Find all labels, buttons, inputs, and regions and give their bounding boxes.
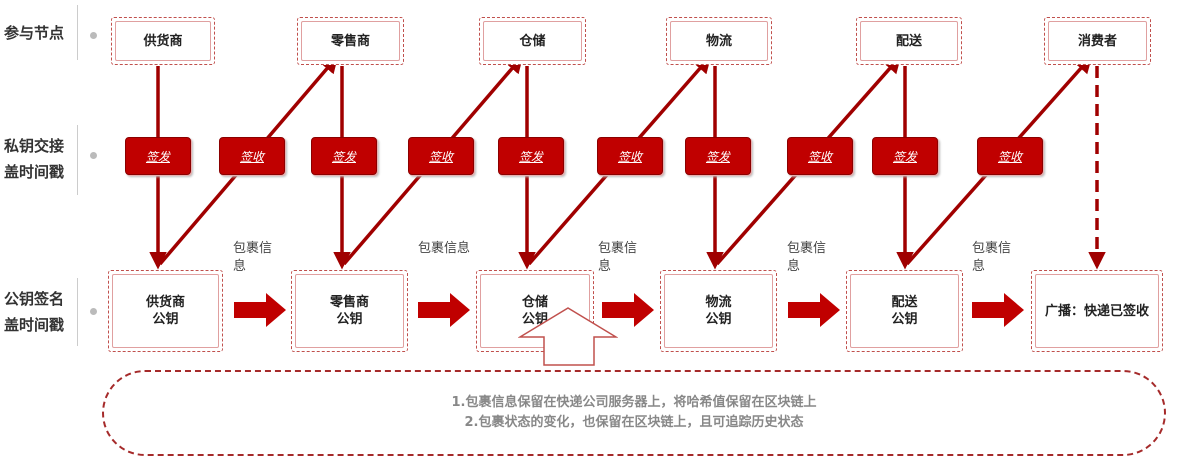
- node-logistics: 物流: [666, 17, 772, 65]
- badge-receive: 签收: [219, 137, 285, 175]
- node-logistics-public-key: 物流 公钥: [660, 270, 777, 352]
- row-divider: [77, 125, 78, 195]
- node-delivery-public-key: 配送 公钥: [846, 270, 963, 352]
- package-info-label: 包裹信息: [418, 241, 471, 256]
- row-dot: [90, 32, 97, 39]
- package-info-label: 包裹信 息: [598, 241, 638, 274]
- badge-receive: 签收: [787, 137, 853, 175]
- node-retailer: 零售商: [297, 17, 404, 65]
- right-block-arrow: [234, 293, 286, 327]
- badge-issue: 签发: [872, 137, 938, 175]
- note-line: 2.包裹状态的变化，也保留在区块链上，且可追踪历史状态: [464, 415, 804, 430]
- node-delivery: 配送: [856, 17, 962, 65]
- node-consumer: 消费者: [1044, 17, 1151, 65]
- badge-issue: 签发: [498, 137, 564, 175]
- right-block-arrow: [602, 293, 654, 327]
- badge-issue: 签发: [311, 137, 377, 175]
- row-divider: [77, 278, 78, 346]
- badge-issue: 签发: [125, 137, 191, 175]
- note-line: 1.包裹信息保留在快递公司服务器上，将哈希值保留在区块链上: [451, 395, 817, 410]
- node-supplier: 供货商: [111, 17, 215, 65]
- badge-receive: 签收: [408, 137, 474, 175]
- right-block-arrow: [788, 293, 840, 327]
- right-block-arrow: [418, 293, 470, 327]
- row-dot: [90, 308, 97, 315]
- up-outline-arrow: [518, 307, 618, 366]
- notes-callout: 1.包裹信息保留在快递公司服务器上，将哈希值保留在区块链上 2.包裹状态的变化，…: [102, 370, 1166, 456]
- badge-receive: 签收: [597, 137, 663, 175]
- row-label-public-key: 公钥签名 盖时间戳: [4, 290, 65, 334]
- node-warehouse: 仓储: [479, 17, 586, 65]
- row-divider: [77, 5, 78, 60]
- row-label-private-key: 私钥交接 盖时间戳: [4, 137, 65, 181]
- package-info-label: 包裹信 息: [972, 241, 1012, 274]
- badge-receive: 签收: [977, 137, 1043, 175]
- package-info-label: 包裹信息: [787, 241, 827, 274]
- node-retailer-public-key: 零售商 公钥: [291, 270, 408, 352]
- row-label-participants: 参与节点: [4, 24, 65, 42]
- node-supplier-public-key: 供货商 公钥: [108, 270, 223, 352]
- row-dot: [90, 152, 97, 159]
- right-block-arrow: [972, 293, 1024, 327]
- package-info-label: 包裹信 息: [233, 241, 273, 274]
- badge-issue: 签发: [685, 137, 751, 175]
- node-broadcast-received: 广播：快递已签收: [1031, 270, 1163, 352]
